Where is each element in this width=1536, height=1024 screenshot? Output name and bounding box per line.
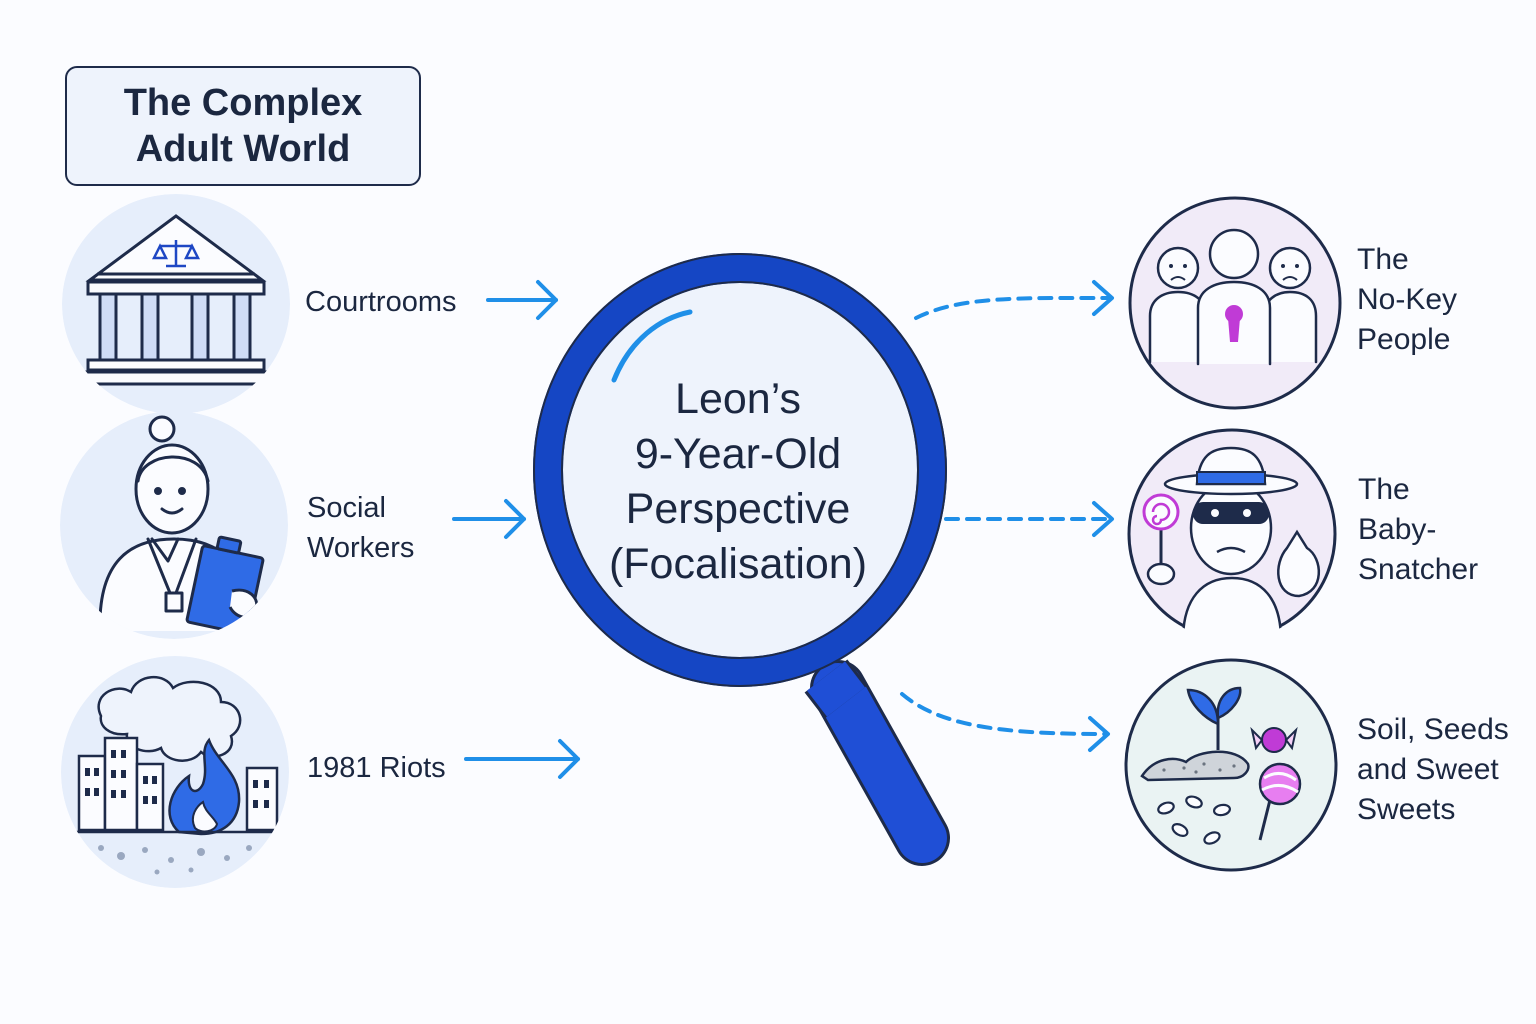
no-key-people-icon xyxy=(1128,196,1342,410)
arrow-no-key-people xyxy=(914,280,1114,320)
right-label-baby-snatcher: The Baby- Snatcher xyxy=(1358,473,1479,586)
lens-line-3: Perspective xyxy=(625,485,851,533)
title-box: The Complex Adult World xyxy=(65,66,421,186)
magnifier-handle xyxy=(804,659,950,866)
left-label-1981-riots: 1981 Riots xyxy=(307,752,446,784)
baby-snatcher-icon xyxy=(1127,428,1337,640)
right-label-soil-seeds-sweets: Soil, Seeds and Sweet Sweets xyxy=(1357,713,1509,826)
lens-line-2: 9-Year-Old xyxy=(634,430,842,478)
arrow-baby-snatcher xyxy=(944,501,1114,537)
lens-label: Leon’s 9-Year-Old Perspective (Focalisat… xyxy=(578,372,898,592)
left-label-courtrooms: Courtrooms xyxy=(305,286,457,318)
title-line-2: Adult World xyxy=(135,128,351,170)
courthouse-icon xyxy=(62,194,290,414)
left-label-social-workers: Social Workers xyxy=(307,492,415,564)
riots-icon xyxy=(61,656,289,888)
arrow-social-workers xyxy=(452,499,526,539)
arrow-courtrooms xyxy=(486,280,558,320)
arrow-soil-seeds xyxy=(900,692,1110,752)
lens-line-1: Leon’s xyxy=(675,375,801,423)
title-line-1: The Complex xyxy=(123,82,363,124)
arrow-1981-riots xyxy=(464,739,580,779)
lens-line-4: (Focalisation) xyxy=(608,540,868,588)
right-label-no-key-people: The No-Key People xyxy=(1357,243,1458,356)
magnifier-lens xyxy=(533,253,947,687)
soil-seeds-sweets-icon xyxy=(1124,658,1338,872)
